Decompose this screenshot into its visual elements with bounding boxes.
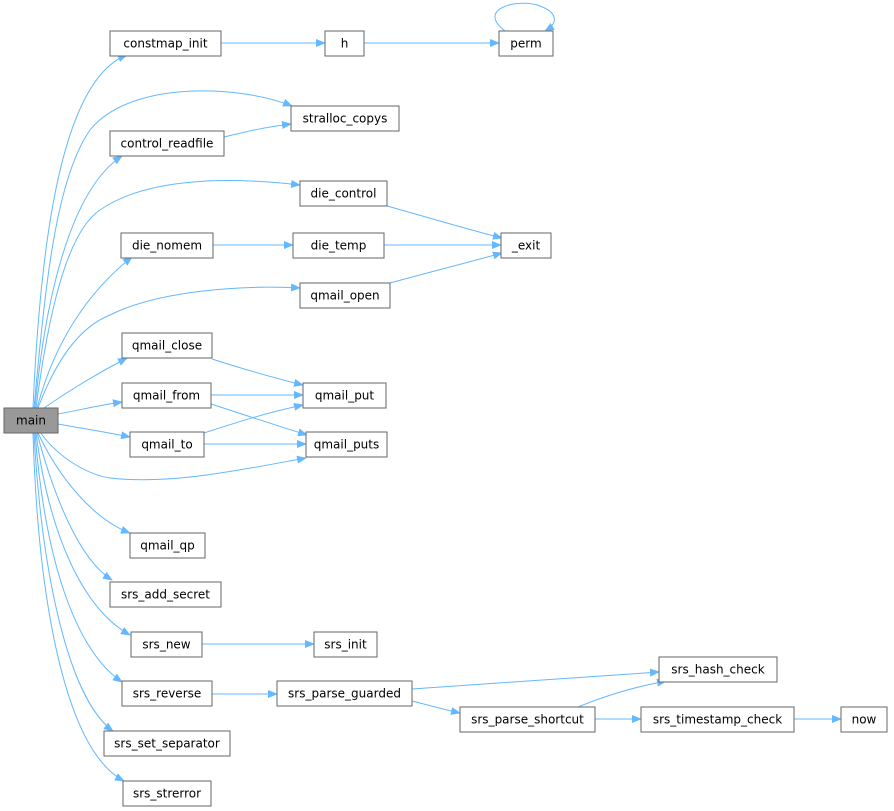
svg-text:srs_parse_guarded: srs_parse_guarded bbox=[288, 687, 401, 701]
edge-srs_parse_shortcut-srs_hash_check bbox=[577, 678, 667, 708]
edge-srs_parse_guarded-srs_hash_check bbox=[411, 668, 660, 690]
svg-text:control_readfile: control_readfile bbox=[121, 137, 214, 151]
node-srs_add_secret[interactable]: srs_add_secret bbox=[109, 581, 222, 608]
svg-text:constmap_init: constmap_init bbox=[123, 37, 207, 51]
svg-text:srs_new: srs_new bbox=[142, 638, 190, 652]
svg-text:srs_strerror: srs_strerror bbox=[133, 787, 201, 801]
nodes: main constmap_init h perm stralloc_copys… bbox=[3, 30, 888, 807]
node-qmail_open[interactable]: qmail_open bbox=[299, 282, 391, 309]
svg-text:_exit: _exit bbox=[511, 239, 541, 253]
svg-text:die_temp: die_temp bbox=[311, 239, 367, 253]
node-h[interactable]: h bbox=[324, 30, 365, 57]
edge-qmail_close-qmail_put bbox=[211, 358, 304, 387]
edge-perm-perm bbox=[494, 2, 555, 32]
edge-qmail_open-exit bbox=[389, 251, 503, 284]
svg-text:qmail_put: qmail_put bbox=[315, 389, 375, 403]
edge-main-control_readfile bbox=[34, 155, 123, 409]
edge-main-srs_add_secret bbox=[36, 432, 113, 581]
edge-qmail_from-qmail_puts bbox=[210, 403, 308, 437]
node-qmail_from[interactable]: qmail_from bbox=[121, 382, 212, 409]
edge-main-stralloc_copys bbox=[33, 90, 293, 409]
node-die_temp[interactable]: die_temp bbox=[292, 232, 385, 259]
edge-main-srs_set_separator bbox=[33, 432, 114, 732]
edge-main-die_nomem bbox=[36, 256, 133, 409]
svg-text:srs_init: srs_init bbox=[324, 638, 367, 652]
node-die_control[interactable]: die_control bbox=[299, 180, 388, 207]
node-srs_timestamp_check[interactable]: srs_timestamp_check bbox=[640, 706, 795, 733]
node-perm[interactable]: perm bbox=[498, 30, 554, 57]
edge-main-srs_new bbox=[35, 432, 131, 636]
svg-text:qmail_to: qmail_to bbox=[141, 438, 192, 452]
svg-text:now: now bbox=[852, 713, 877, 727]
node-control_readfile[interactable]: control_readfile bbox=[109, 130, 225, 157]
edge-main-qmail_qp bbox=[37, 432, 131, 534]
svg-text:qmail_open: qmail_open bbox=[310, 289, 379, 303]
edge-main-die_control bbox=[35, 179, 301, 409]
svg-text:srs_hash_check: srs_hash_check bbox=[671, 663, 764, 677]
svg-text:h: h bbox=[341, 37, 349, 51]
node-stralloc_copys[interactable]: stralloc_copys bbox=[290, 105, 400, 132]
svg-text:srs_parse_shortcut: srs_parse_shortcut bbox=[471, 713, 584, 727]
node-srs_strerror[interactable]: srs_strerror bbox=[122, 780, 212, 807]
node-srs_set_separator[interactable]: srs_set_separator bbox=[103, 730, 231, 757]
edge-main-qmail_close bbox=[43, 357, 128, 409]
edge-main-qmail_from bbox=[57, 399, 123, 415]
node-qmail_put[interactable]: qmail_put bbox=[302, 382, 387, 409]
node-srs_new[interactable]: srs_new bbox=[130, 631, 203, 658]
svg-text:die_control: die_control bbox=[311, 187, 377, 201]
node-srs_parse_shortcut[interactable]: srs_parse_shortcut bbox=[459, 706, 596, 733]
node-exit[interactable]: _exit bbox=[500, 232, 552, 259]
svg-text:die_nomem: die_nomem bbox=[132, 239, 202, 253]
node-main[interactable]: main bbox=[3, 407, 59, 434]
edge-die_control-exit bbox=[386, 205, 503, 240]
svg-text:srs_timestamp_check: srs_timestamp_check bbox=[653, 713, 782, 727]
svg-text:qmail_from: qmail_from bbox=[133, 389, 200, 403]
svg-text:stralloc_copys: stralloc_copys bbox=[303, 112, 388, 126]
edge-main-srs_strerror bbox=[32, 432, 125, 782]
node-qmail_close[interactable]: qmail_close bbox=[121, 332, 213, 359]
svg-text:qmail_qp: qmail_qp bbox=[140, 539, 195, 553]
node-srs_hash_check[interactable]: srs_hash_check bbox=[658, 656, 778, 683]
edges bbox=[32, 2, 842, 782]
node-srs_parse_guarded[interactable]: srs_parse_guarded bbox=[276, 680, 413, 707]
edge-srs_parse_guarded-srs_parse_shortcut bbox=[411, 700, 461, 715]
node-constmap_init[interactable]: constmap_init bbox=[109, 30, 222, 57]
node-qmail_to[interactable]: qmail_to bbox=[129, 431, 205, 458]
node-srs_init[interactable]: srs_init bbox=[313, 631, 378, 658]
node-qmail_qp[interactable]: qmail_qp bbox=[129, 532, 206, 559]
node-die_nomem[interactable]: die_nomem bbox=[120, 232, 214, 259]
edge-main-constmap_init bbox=[32, 54, 128, 409]
edge-main-qmail_open bbox=[37, 283, 301, 409]
edge-main-srs_reverse bbox=[34, 432, 123, 683]
svg-text:qmail_puts: qmail_puts bbox=[314, 438, 380, 452]
svg-text:main: main bbox=[16, 414, 46, 428]
edge-main-qmail_to bbox=[57, 423, 131, 440]
node-srs_reverse[interactable]: srs_reverse bbox=[121, 680, 213, 707]
edge-qmail_to-qmail_put bbox=[203, 402, 304, 434]
node-now[interactable]: now bbox=[840, 706, 888, 733]
svg-text:srs_reverse: srs_reverse bbox=[133, 687, 202, 701]
edge-main-qmail_puts bbox=[39, 431, 307, 481]
svg-text:qmail_close: qmail_close bbox=[132, 339, 202, 353]
node-qmail_puts[interactable]: qmail_puts bbox=[305, 431, 388, 458]
svg-text:srs_add_secret: srs_add_secret bbox=[121, 588, 210, 602]
svg-text:perm: perm bbox=[510, 37, 541, 51]
svg-text:srs_set_separator: srs_set_separator bbox=[114, 737, 220, 751]
edge-control_readfile-stralloc_copys bbox=[223, 121, 292, 138]
